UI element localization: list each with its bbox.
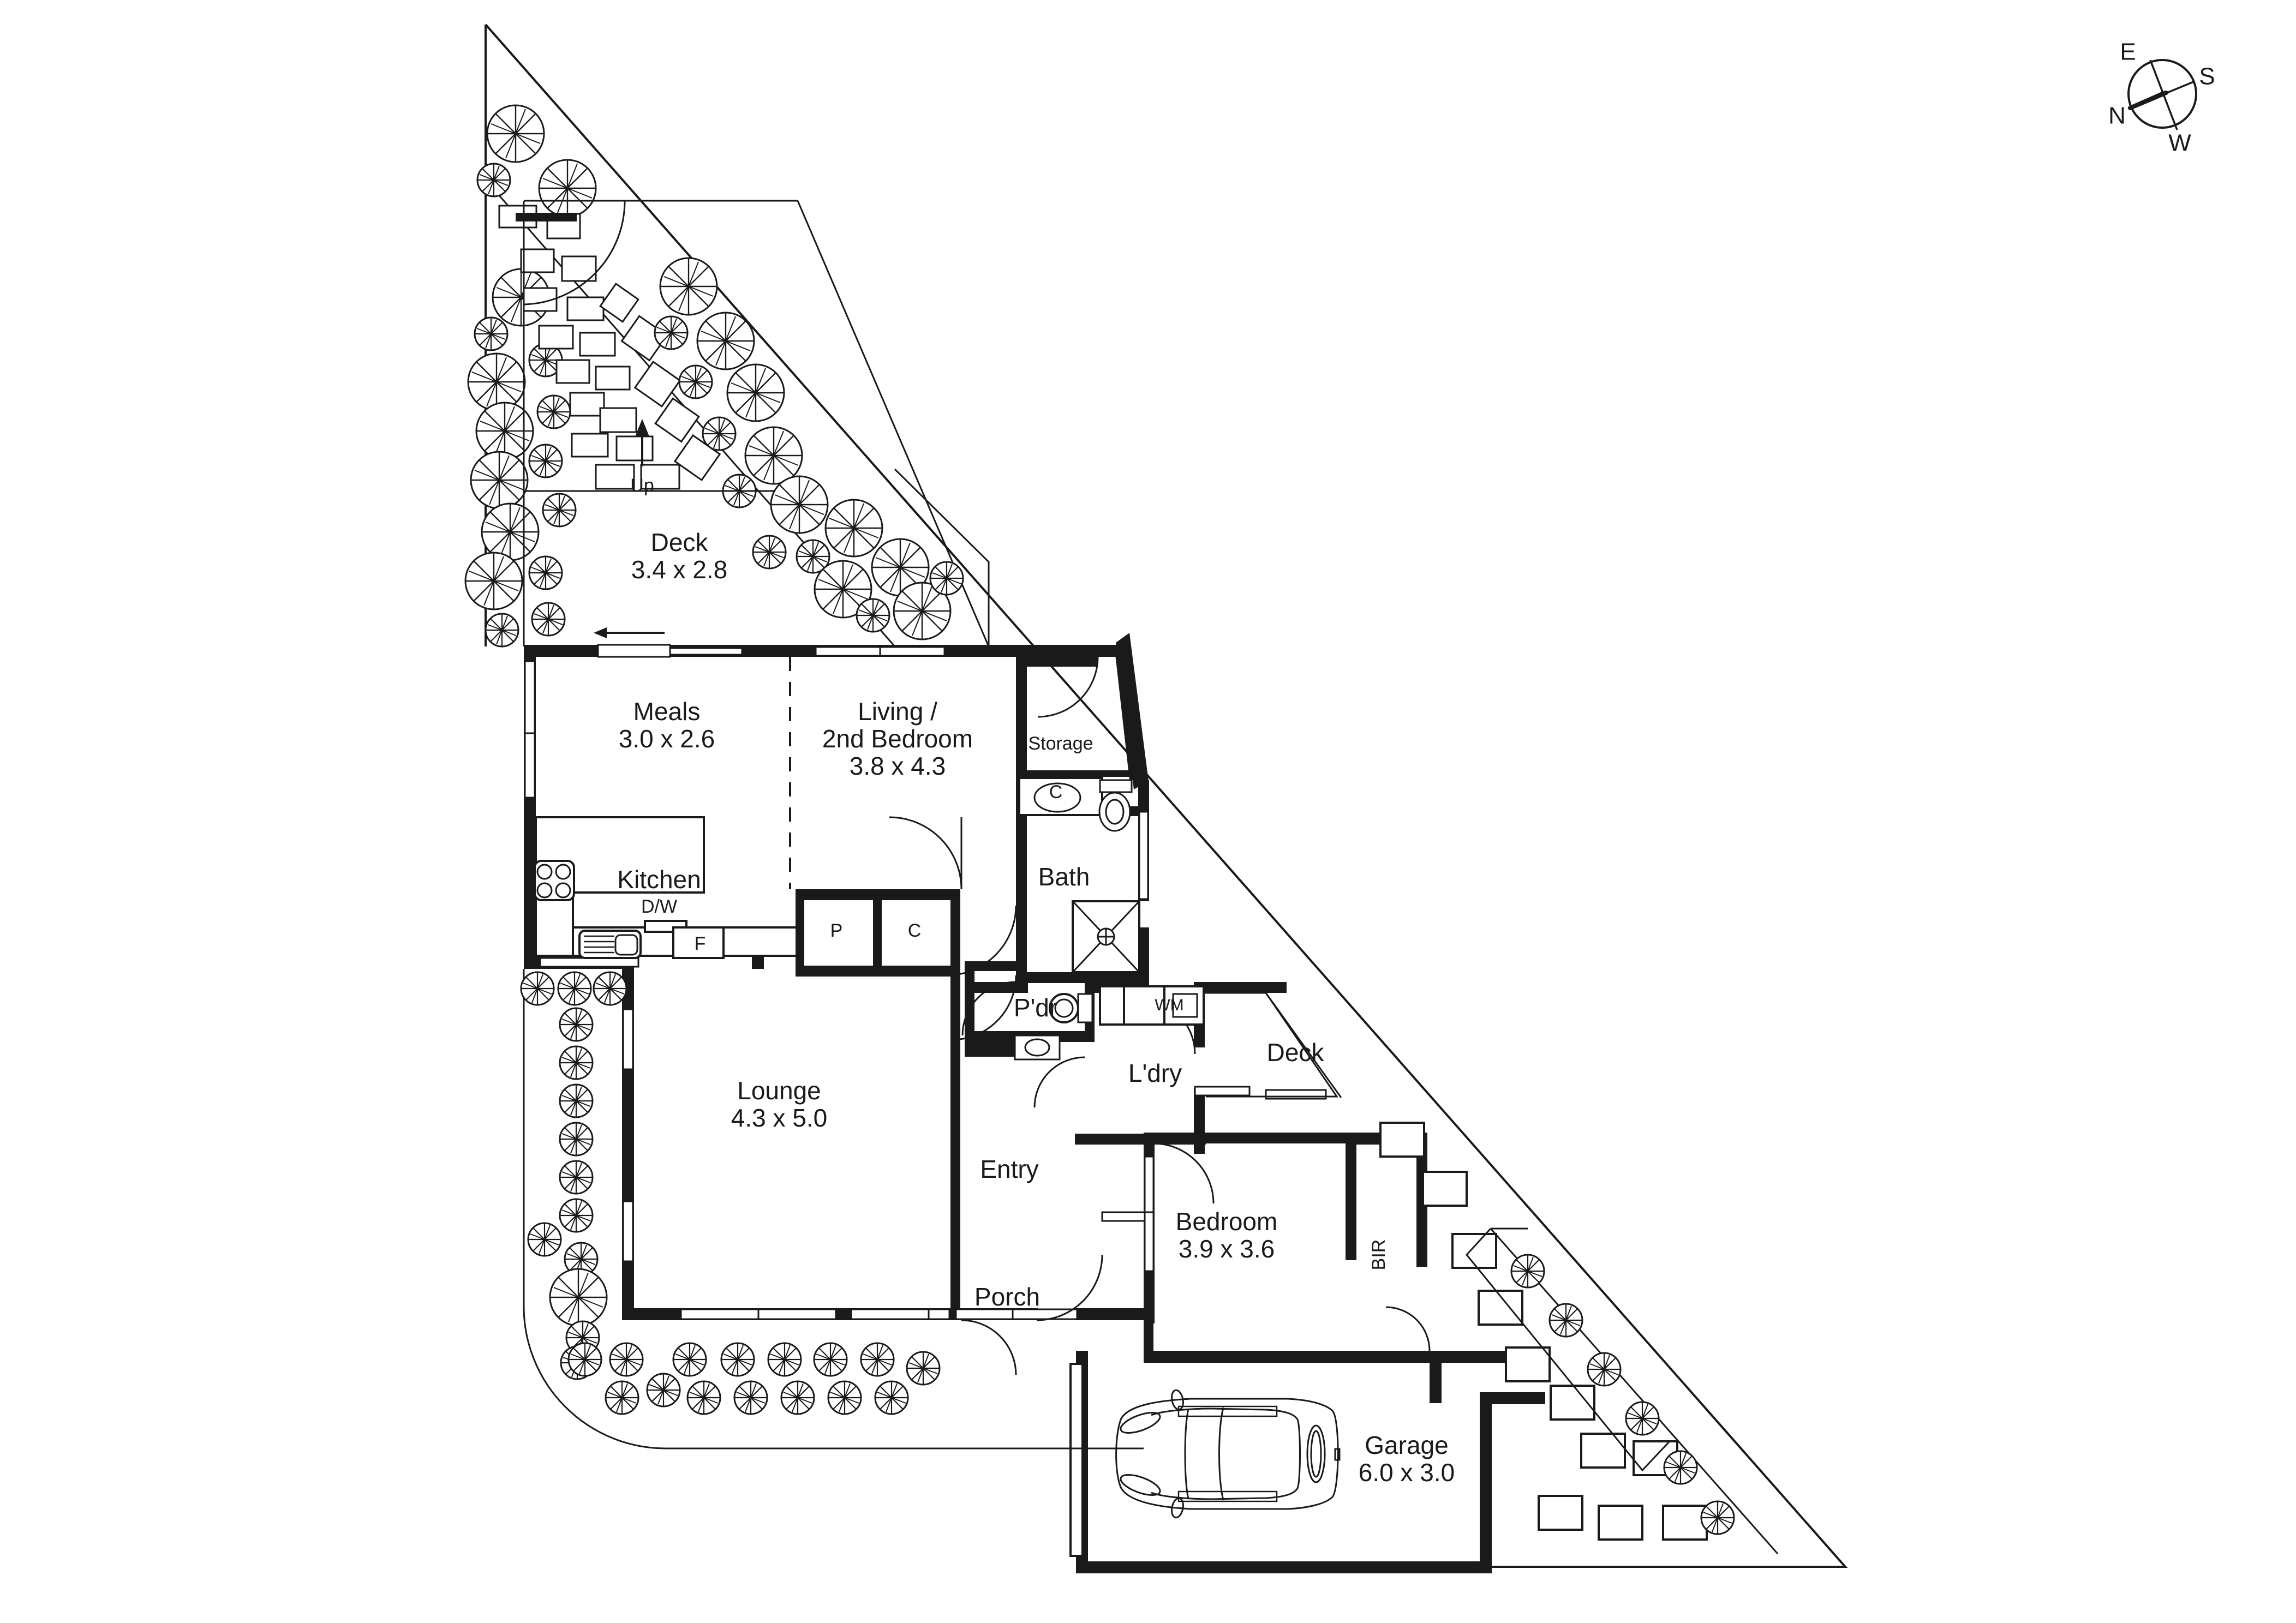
compass-rose-icon: [2127, 59, 2197, 130]
shrub-cluster-lounge-west: [520, 971, 627, 1380]
powder-toilet-icon: [1049, 993, 1093, 1023]
toilet-bath-icon: [1098, 779, 1133, 832]
stepping-stones-path: [599, 283, 721, 482]
room-dim-bedroom: 3.9 x 3.6: [1178, 1235, 1275, 1263]
room-label-powder: P'dr: [1013, 993, 1058, 1022]
room-label-bath: Bath: [1038, 863, 1090, 891]
room-label-entry: Entry: [980, 1155, 1039, 1184]
rear-deck-outline: [523, 468, 990, 646]
shrub-cluster-lounge-south: [567, 1342, 941, 1415]
up-arrow-icon: [635, 419, 649, 466]
washing-machine-label: WM: [1155, 996, 1184, 1015]
fridge-icon: [672, 926, 725, 959]
compass-label-south: S: [2199, 63, 2215, 90]
room-dim-lounge: 4.3 x 5.0: [731, 1104, 828, 1133]
site-boundary: [485, 23, 1848, 1568]
laundry-ext-door: [1194, 1086, 1251, 1097]
dishwasher-label: D/W: [641, 896, 678, 917]
built-in-robe-label: BIR: [1368, 1239, 1389, 1271]
window-lounge-south: [680, 1308, 950, 1320]
shower-icon: [1072, 900, 1140, 973]
room-dim-living: 3.8 x 4.3: [849, 752, 946, 781]
room-dim-garage: 6.0 x 3.0: [1358, 1458, 1455, 1487]
window-bath-east: [1138, 811, 1149, 900]
pantry-closet-block: [802, 898, 953, 968]
room-label-kitchen: Kitchen: [617, 865, 701, 894]
closet-living-label: C: [1049, 781, 1063, 802]
paved-path: [498, 205, 680, 490]
room-label-living: Living /: [858, 697, 937, 726]
window-lounge-west: [622, 1008, 634, 1262]
room-label-living-2: 2nd Bedroom: [822, 724, 973, 753]
room-dim-deck-rear: 3.4 x 2.8: [631, 555, 728, 584]
room-label-bedroom: Bedroom: [1175, 1207, 1278, 1236]
window-north-wall: [594, 627, 946, 658]
room-label-porch: Porch: [974, 1283, 1041, 1311]
cooktop-icon: [534, 860, 575, 901]
fridge-label: F: [694, 933, 706, 954]
room-label-garage: Garage: [1365, 1431, 1449, 1460]
lounge-garden-border: [523, 969, 1144, 1450]
powder-basin-icon: [1014, 1034, 1061, 1061]
side-deck-outline: [1205, 992, 1342, 1098]
window-porch-east: [1144, 1155, 1155, 1272]
kitchen-sink-icon: [578, 930, 642, 959]
bath-vanity: [1018, 777, 1103, 816]
room-label-deck-rear: Deck: [650, 528, 708, 557]
stairs-up-label: Up: [630, 475, 654, 496]
garage-roller-door[interactable]: [1069, 1363, 1084, 1557]
room-label-storage: Storage: [1028, 733, 1093, 754]
compass-label-north: N: [2108, 102, 2126, 129]
room-label-deck-side: Deck: [1266, 1038, 1324, 1067]
room-dim-meals: 3.0 x 2.6: [618, 724, 715, 753]
room-label-lounge: Lounge: [737, 1076, 821, 1105]
window-deck-side: [1265, 1089, 1327, 1100]
laundry-appliances: [1099, 985, 1205, 1026]
pantry-label: P: [830, 920, 843, 941]
room-label-laundry: L'dry: [1128, 1059, 1182, 1088]
room-label-meals: Meals: [633, 697, 701, 726]
car-icon: [1115, 1389, 1341, 1519]
compass-label-west: W: [2168, 129, 2191, 157]
window-kitchen-south: [539, 957, 639, 968]
window-west-meals: [524, 660, 536, 799]
door-porch-front: [955, 1308, 1078, 1320]
compass-label-east: E: [2120, 38, 2136, 65]
window-bedroom-west: [1101, 1211, 1146, 1222]
closet-hall-label: C: [907, 920, 922, 941]
